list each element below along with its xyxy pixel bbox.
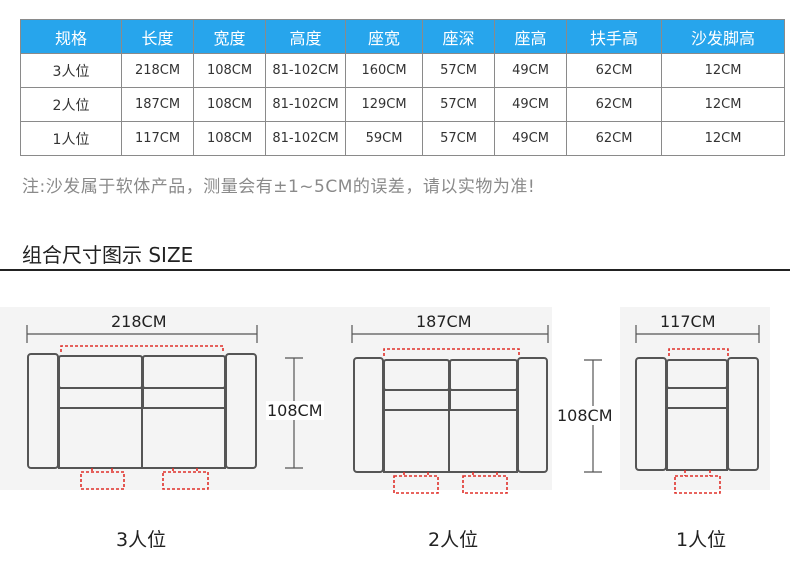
table-cell: 187CM (121, 87, 194, 122)
spec-table: 规格 长度 宽度 高度 座宽 座深 座高 扶手高 沙发脚高 3人位 218CM … (20, 19, 785, 156)
two-seat-leg-marker (462, 475, 508, 494)
measurement-note: 注:沙发属于软体产品，测量会有±1~5CM的误差，请以实物为准! (22, 177, 536, 197)
one-seat-back-marker (668, 348, 729, 356)
table-cell: 1人位 (20, 121, 122, 156)
table-cell: 12CM (661, 87, 785, 122)
one-seat-depth-label: 108CM (556, 406, 614, 425)
two-seat-back-marker (383, 348, 520, 356)
three-seat-leg-stub (91, 468, 198, 472)
table-cell: 81-102CM (265, 53, 346, 88)
table-cell: 57CM (422, 87, 495, 122)
three-seat-name: 3人位 (116, 529, 167, 551)
table-cell: 62CM (566, 121, 662, 156)
table-cell: 108CM (193, 87, 266, 122)
one-seat-panel (620, 307, 770, 490)
table-row: 3人位 218CM 108CM 81-102CM 160CM 57CM 49CM… (20, 53, 785, 88)
table-cell: 81-102CM (265, 121, 346, 156)
table-cell: 129CM (345, 87, 423, 122)
section-title: 组合尺寸图示 SIZE (22, 243, 194, 267)
two-seat-leg-stub (403, 472, 498, 476)
table-cell: 218CM (121, 53, 194, 88)
section-divider (0, 269, 790, 271)
table-cell: 160CM (345, 53, 423, 88)
one-seat-leg-stub (684, 470, 711, 476)
three-seat-back-marker (60, 345, 224, 352)
header-cell: 座深 (422, 19, 495, 54)
table-cell: 108CM (193, 121, 266, 156)
table-cell: 117CM (121, 121, 194, 156)
table-row: 1人位 117CM 108CM 81-102CM 59CM 57CM 49CM … (20, 121, 785, 156)
table-cell: 57CM (422, 121, 495, 156)
table-header-row: 规格 长度 宽度 高度 座宽 座深 座高 扶手高 沙发脚高 (20, 19, 785, 54)
three-seat-sofa-drawing (26, 325, 258, 469)
one-seat-name: 1人位 (676, 529, 727, 551)
table-cell: 3人位 (20, 53, 122, 88)
table-cell: 62CM (566, 87, 662, 122)
one-seat-leg-marker (674, 475, 721, 494)
table-row: 2人位 187CM 108CM 81-102CM 129CM 57CM 49CM… (20, 87, 785, 122)
table-cell: 49CM (494, 87, 567, 122)
header-cell: 座宽 (345, 19, 423, 54)
three-seat-panel (0, 307, 316, 490)
header-cell: 座高 (494, 19, 567, 54)
table-cell: 12CM (661, 121, 785, 156)
table-cell: 81-102CM (265, 87, 346, 122)
three-seat-leg-marker (162, 471, 209, 490)
two-seat-width-label: 187CM (412, 312, 476, 331)
table-cell: 59CM (345, 121, 423, 156)
two-seat-leg-marker (393, 475, 439, 494)
three-seat-width-label: 218CM (107, 312, 171, 331)
table-cell: 12CM (661, 53, 785, 88)
table-cell: 57CM (422, 53, 495, 88)
one-seat-sofa-drawing (584, 325, 760, 473)
two-seat-name: 2人位 (428, 529, 479, 551)
two-seat-panel (316, 307, 552, 490)
two-seat-sofa-drawing (285, 325, 549, 473)
table-cell: 2人位 (20, 87, 122, 122)
header-cell: 沙发脚高 (661, 19, 785, 54)
header-cell: 扶手高 (566, 19, 662, 54)
one-seat-width-label: 117CM (656, 312, 720, 331)
header-cell: 规格 (20, 19, 122, 54)
two-seat-depth-label: 108CM (266, 401, 324, 420)
table-cell: 49CM (494, 121, 567, 156)
three-seat-leg-marker (80, 471, 125, 490)
